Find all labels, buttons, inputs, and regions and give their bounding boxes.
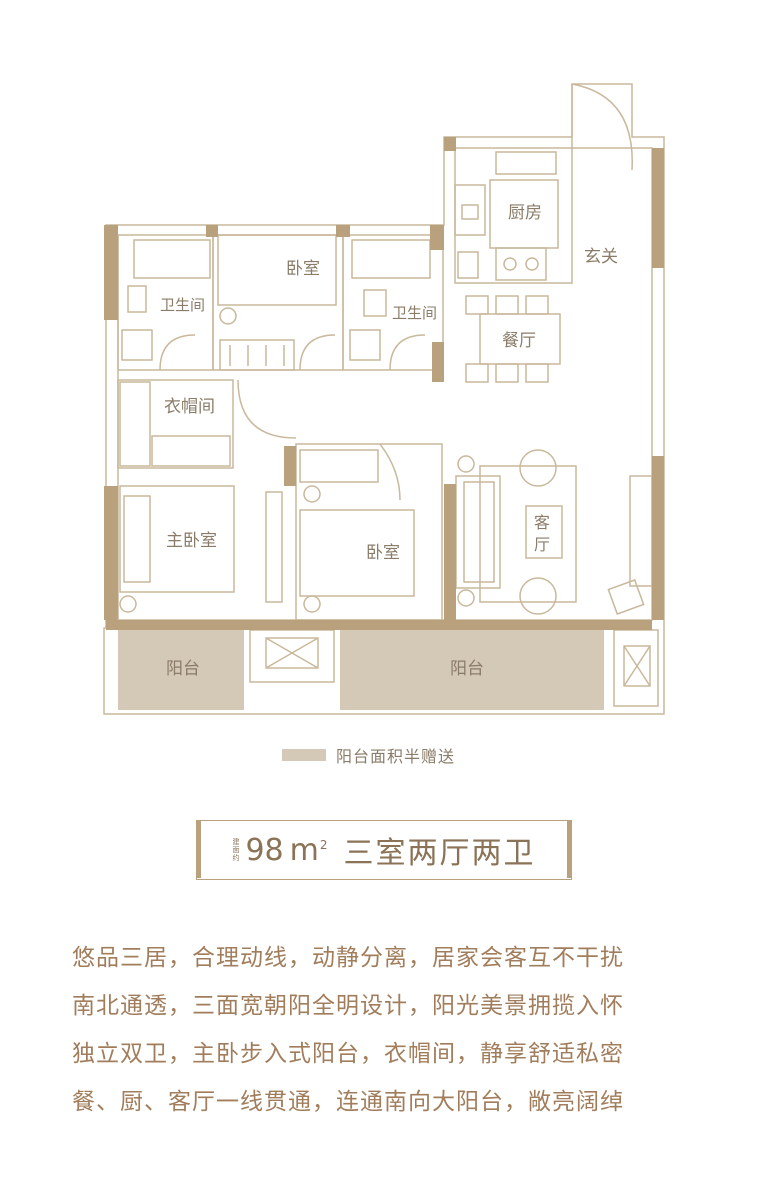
description-line: 悠品三居，合理动线，动静分离，居家会客互不干扰 bbox=[72, 945, 624, 971]
outer-wall-outline bbox=[103, 83, 665, 715]
bedroom-north-outline bbox=[212, 234, 344, 371]
dining-table bbox=[479, 313, 561, 365]
label-bathroom-east: 卫生间 bbox=[392, 304, 437, 322]
layout-name: 三室两厅两卫 bbox=[343, 836, 536, 871]
description-line: 餐、厨、客厅一线贯通，连通南向大阳台，敞亮阔绰 bbox=[72, 1089, 624, 1115]
label-living-room-1: 客 bbox=[534, 513, 550, 532]
label-dining: 餐厅 bbox=[502, 331, 536, 351]
label-bathroom-west: 卫生间 bbox=[160, 296, 205, 314]
area-unit: m2 bbox=[289, 832, 328, 868]
legend-label: 阳台面积半赠送 bbox=[336, 747, 456, 766]
description-line: 南北通透，三面宽朝阳全明设计，阳光美景拥揽入怀 bbox=[72, 993, 624, 1019]
label-entrance: 玄关 bbox=[584, 247, 618, 267]
label-cloakroom: 衣帽间 bbox=[164, 397, 215, 417]
label-bedroom-north: 卧室 bbox=[286, 259, 320, 279]
label-living-room-2: 厅 bbox=[534, 535, 550, 554]
coffee-table bbox=[525, 505, 563, 559]
floor-plan: 厨房 玄关 卧室 卫生间 卫生间 餐厅 衣帽间 主卧室 卧室 客 厅 阳台 阳台 bbox=[103, 83, 665, 715]
area-value: 98 bbox=[245, 832, 284, 868]
legend-swatch bbox=[282, 749, 326, 761]
description-line: 独立双卫，主卧步入式阳台，衣帽间，静享舒适私密 bbox=[72, 1041, 624, 1067]
area-prefix: 建 面 约 bbox=[232, 838, 240, 862]
legend: 阳台面积半赠送 bbox=[282, 742, 455, 768]
cloakroom-outline bbox=[117, 379, 234, 469]
description: 悠品三居，合理动线，动静分离，居家会客互不干扰 南北通透，三面宽朝阳全明设计，阳… bbox=[72, 934, 712, 1126]
label-balcony-west: 阳台 bbox=[166, 659, 200, 679]
bathroom-east-outline bbox=[342, 234, 444, 371]
balcony-east-area bbox=[340, 630, 604, 710]
balcony-west-area bbox=[118, 630, 244, 710]
label-bedroom-south: 卧室 bbox=[366, 543, 400, 563]
bedroom-south-outline bbox=[295, 443, 443, 621]
label-kitchen: 厨房 bbox=[508, 203, 542, 223]
master-bedroom-bed bbox=[119, 485, 235, 593]
label-balcony-east: 阳台 bbox=[450, 659, 484, 679]
label-master-bedroom: 主卧室 bbox=[166, 531, 217, 551]
